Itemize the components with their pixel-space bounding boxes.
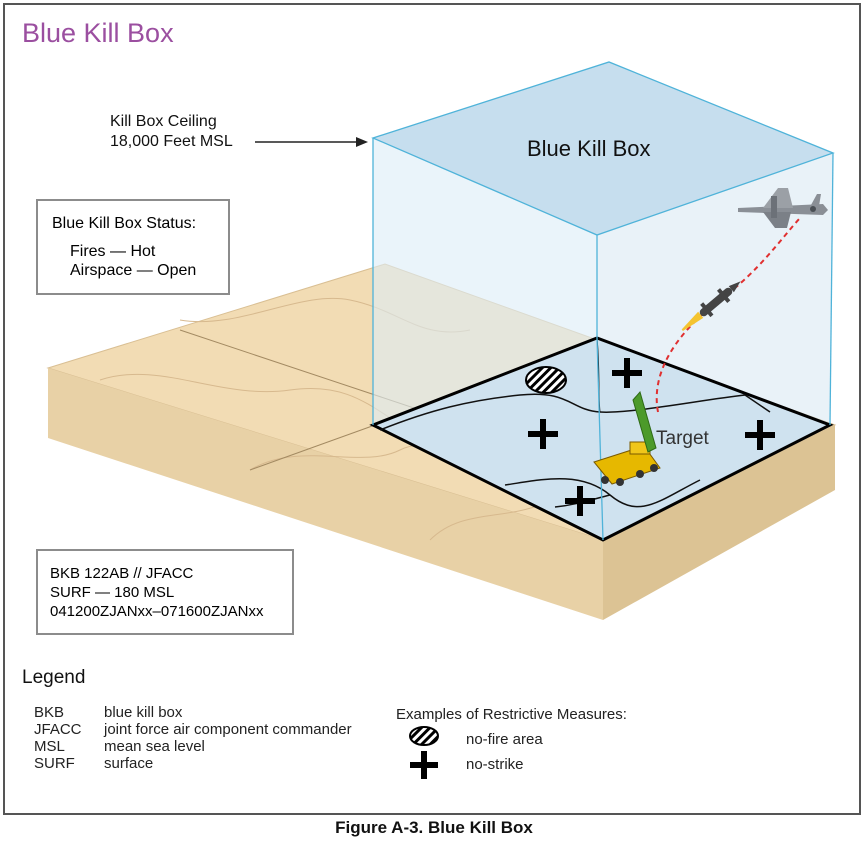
figure-caption: Figure A-3. Blue Kill Box — [335, 818, 533, 837]
status-box: Blue Kill Box Status: Fires — Hot Airspa… — [36, 199, 230, 295]
legend-abbr-surf: SURF — [34, 755, 75, 772]
legend-desc-msl: mean sea level — [104, 738, 205, 755]
no-fire-area-marker — [525, 366, 567, 394]
ceiling-label-line2: 18,000 Feet MSL — [110, 133, 233, 150]
legend-symbols — [409, 726, 439, 779]
kill-box-info-box: BKB 122AB // JFACC SURF — 180 MSL 041200… — [36, 549, 294, 635]
legend-no-strike-icon — [410, 751, 438, 779]
fighter-aircraft-icon — [738, 188, 828, 228]
missile-icon — [681, 281, 741, 332]
legend-desc-jfacc: joint force air component commander — [104, 721, 352, 738]
legend-desc-surf: surface — [104, 755, 154, 772]
legend-no-fire-label: no-fire area — [466, 731, 543, 748]
ceiling-label-line1: Kill Box Ceiling — [110, 113, 217, 130]
legend-no-fire-icon — [409, 726, 439, 746]
missile-launcher-icon — [593, 390, 661, 486]
legend-title: Legend — [22, 667, 86, 688]
weapon-trajectory — [655, 217, 801, 413]
legend-abbr-bkb: BKB — [34, 704, 65, 721]
status-airspace: Airspace — Open — [70, 262, 197, 279]
legend-no-strike-label: no-strike — [466, 756, 524, 773]
legend-desc-bkb: blue kill box — [104, 704, 183, 721]
legend-abbr-msl: MSL — [34, 738, 65, 755]
status-fires: Fires — Hot — [70, 243, 156, 260]
restrictive-measures-title: Examples of Restrictive Measures: — [396, 706, 627, 723]
figure-frame — [3, 3, 861, 815]
target-label: Target — [656, 428, 709, 449]
kill-box-label: Blue Kill Box — [527, 136, 651, 161]
ceiling-arrow — [255, 137, 368, 147]
status-heading: Blue Kill Box Status: — [52, 215, 197, 232]
info-line1: BKB 122AB // JFACC — [50, 565, 194, 582]
no-strike-markers — [528, 358, 775, 516]
info-line2: SURF — 180 MSL — [50, 584, 175, 601]
info-line3: 041200ZJANxx–071600ZJANxx — [50, 603, 264, 620]
figure-title: Blue Kill Box — [22, 18, 174, 48]
legend-abbr-jfacc: JFACC — [34, 721, 82, 738]
